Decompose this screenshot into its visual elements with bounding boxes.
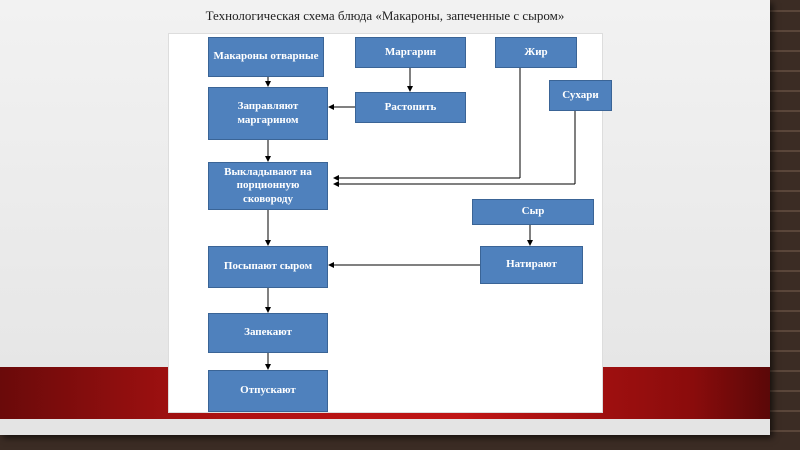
box-zhir: Жир — [495, 37, 577, 68]
box-posypayut: Посыпают сыром — [208, 246, 328, 288]
box-natirayut: Натирают — [480, 246, 583, 284]
diagram-title: Технологическая схема блюда «Макароны, з… — [205, 8, 565, 23]
box-zapravlyayut: Заправляют маргарином — [208, 87, 328, 140]
box-suhari: Сухари — [549, 80, 612, 111]
box-syr: Сыр — [472, 199, 594, 225]
box-margarin: Маргарин — [355, 37, 466, 68]
box-vykladyvayut: Выкладывают на порционную сковороду — [208, 162, 328, 210]
box-makarony: Макароны отварные — [208, 37, 324, 77]
box-zapekayut: Запекают — [208, 313, 328, 353]
box-otpuskayut: Отпускают — [208, 370, 328, 412]
box-rastopit: Растопить — [355, 92, 466, 123]
